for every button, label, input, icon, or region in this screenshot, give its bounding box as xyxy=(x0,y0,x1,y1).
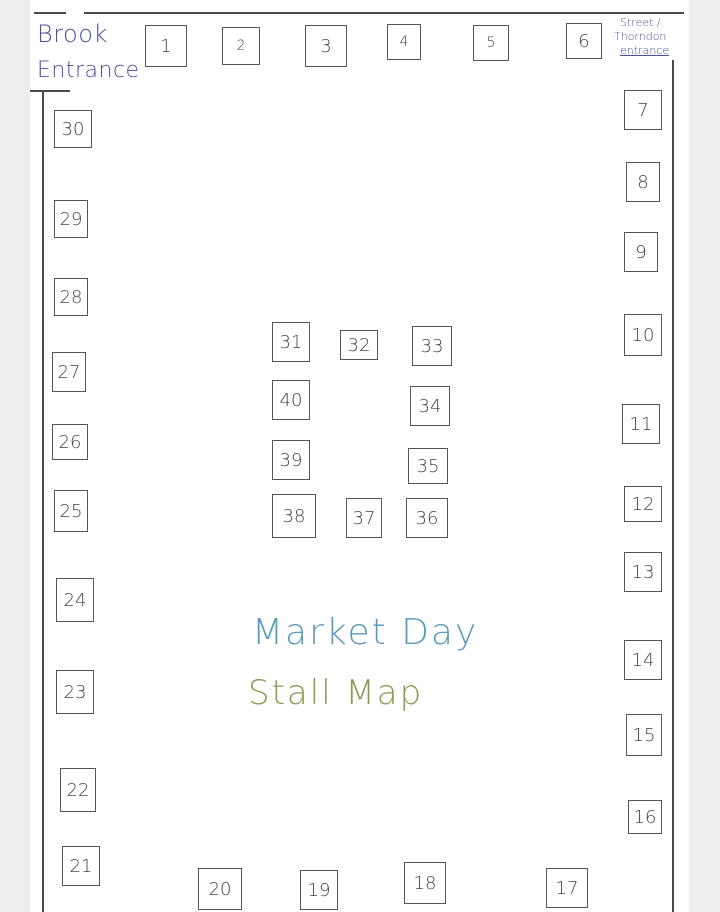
stall-32[interactable]: 32 xyxy=(340,330,378,360)
stall-number: 20 xyxy=(208,878,232,900)
stall-11[interactable]: 11 xyxy=(622,404,660,444)
stall-13[interactable]: 13 xyxy=(624,552,662,592)
stall-number: 31 xyxy=(279,331,303,353)
stall-number: 17 xyxy=(555,877,579,899)
left-entrance-line xyxy=(30,90,70,92)
stall-number: 39 xyxy=(279,449,303,471)
stall-number: 10 xyxy=(631,324,655,346)
stall-number: 28 xyxy=(59,286,83,308)
stall-6[interactable]: 6 xyxy=(566,23,602,59)
stall-number: 9 xyxy=(635,241,647,263)
stall-29[interactable]: 29 xyxy=(54,200,88,238)
left-boundary-line xyxy=(42,90,44,912)
right-boundary-line xyxy=(672,60,674,912)
stall-number: 34 xyxy=(418,395,442,417)
brook-entrance-label-line2: Entrance xyxy=(37,58,140,83)
stall-15[interactable]: 15 xyxy=(626,714,662,756)
stall-22[interactable]: 22 xyxy=(60,768,96,812)
stall-number: 12 xyxy=(631,493,655,515)
stall-number: 27 xyxy=(57,361,81,383)
stall-number: 2 xyxy=(236,38,246,54)
stall-number: 36 xyxy=(415,507,439,529)
stall-24[interactable]: 24 xyxy=(56,578,94,622)
stall-40[interactable]: 40 xyxy=(272,380,310,420)
brook-entrance-label: Brook xyxy=(37,20,108,48)
stall-19[interactable]: 19 xyxy=(300,870,338,910)
stall-number: 18 xyxy=(413,872,437,894)
stall-number: 21 xyxy=(69,855,93,877)
stall-7[interactable]: 7 xyxy=(624,90,662,130)
stall-number: 11 xyxy=(629,413,653,435)
stall-5[interactable]: 5 xyxy=(473,25,509,61)
street-entrance-label: Street / xyxy=(620,16,661,29)
top-boundary-line xyxy=(84,12,684,14)
stall-25[interactable]: 25 xyxy=(54,490,88,532)
stall-number: 14 xyxy=(631,649,655,671)
stall-number: 33 xyxy=(420,335,444,357)
stall-number: 16 xyxy=(633,806,657,828)
stall-number: 24 xyxy=(63,589,87,611)
stall-20[interactable]: 20 xyxy=(198,868,242,910)
stall-14[interactable]: 14 xyxy=(624,640,662,680)
stall-18[interactable]: 18 xyxy=(404,862,446,904)
stall-26[interactable]: 26 xyxy=(52,424,88,460)
stall-number: 22 xyxy=(66,779,90,801)
stall-number: 1 xyxy=(160,35,172,57)
stall-number: 15 xyxy=(632,724,656,746)
street-entrance-label-line3: entrance xyxy=(620,44,670,57)
stall-number: 3 xyxy=(320,35,332,57)
stall-number: 8 xyxy=(637,171,649,193)
stall-3[interactable]: 3 xyxy=(305,25,347,67)
stall-9[interactable]: 9 xyxy=(624,232,658,272)
map-sheet xyxy=(30,0,689,912)
stall-number: 23 xyxy=(63,681,87,703)
stall-39[interactable]: 39 xyxy=(272,440,310,480)
stall-33[interactable]: 33 xyxy=(412,326,452,366)
stall-27[interactable]: 27 xyxy=(52,352,86,392)
stall-number: 7 xyxy=(637,99,649,121)
stall-number: 38 xyxy=(282,505,306,527)
stall-10[interactable]: 10 xyxy=(624,314,662,356)
stall-4[interactable]: 4 xyxy=(387,24,421,60)
stall-number: 35 xyxy=(416,455,440,477)
street-entrance-label-line2: Thorndon xyxy=(614,30,667,43)
map-title: Market Day xyxy=(252,612,479,653)
stall-16[interactable]: 16 xyxy=(628,800,662,834)
stall-number: 32 xyxy=(347,334,371,356)
map-subtitle: Stall Map xyxy=(248,673,424,713)
stall-number: 40 xyxy=(279,389,303,411)
stall-number: 6 xyxy=(578,30,590,52)
stall-number: 4 xyxy=(399,34,409,50)
stall-36[interactable]: 36 xyxy=(406,498,448,538)
stall-1[interactable]: 1 xyxy=(145,25,187,67)
stall-number: 37 xyxy=(352,507,376,529)
stall-number: 26 xyxy=(58,431,82,453)
stall-number: 13 xyxy=(631,561,655,583)
stall-number: 25 xyxy=(59,500,83,522)
stall-38[interactable]: 38 xyxy=(272,494,316,538)
stall-34[interactable]: 34 xyxy=(410,386,450,426)
stall-number: 5 xyxy=(486,35,496,51)
stall-30[interactable]: 30 xyxy=(54,110,92,148)
stall-12[interactable]: 12 xyxy=(624,486,662,522)
stall-23[interactable]: 23 xyxy=(56,670,94,714)
stall-37[interactable]: 37 xyxy=(346,498,382,538)
top-left-boundary-line xyxy=(34,12,66,14)
stall-31[interactable]: 31 xyxy=(272,322,310,362)
stall-8[interactable]: 8 xyxy=(626,162,660,202)
stall-35[interactable]: 35 xyxy=(408,448,448,484)
stall-number: 30 xyxy=(61,118,85,140)
stall-number: 19 xyxy=(307,879,331,901)
stall-number: 29 xyxy=(59,208,83,230)
stall-17[interactable]: 17 xyxy=(546,868,588,908)
stall-28[interactable]: 28 xyxy=(54,278,88,316)
stall-2[interactable]: 2 xyxy=(222,27,260,65)
stall-21[interactable]: 21 xyxy=(62,846,100,886)
